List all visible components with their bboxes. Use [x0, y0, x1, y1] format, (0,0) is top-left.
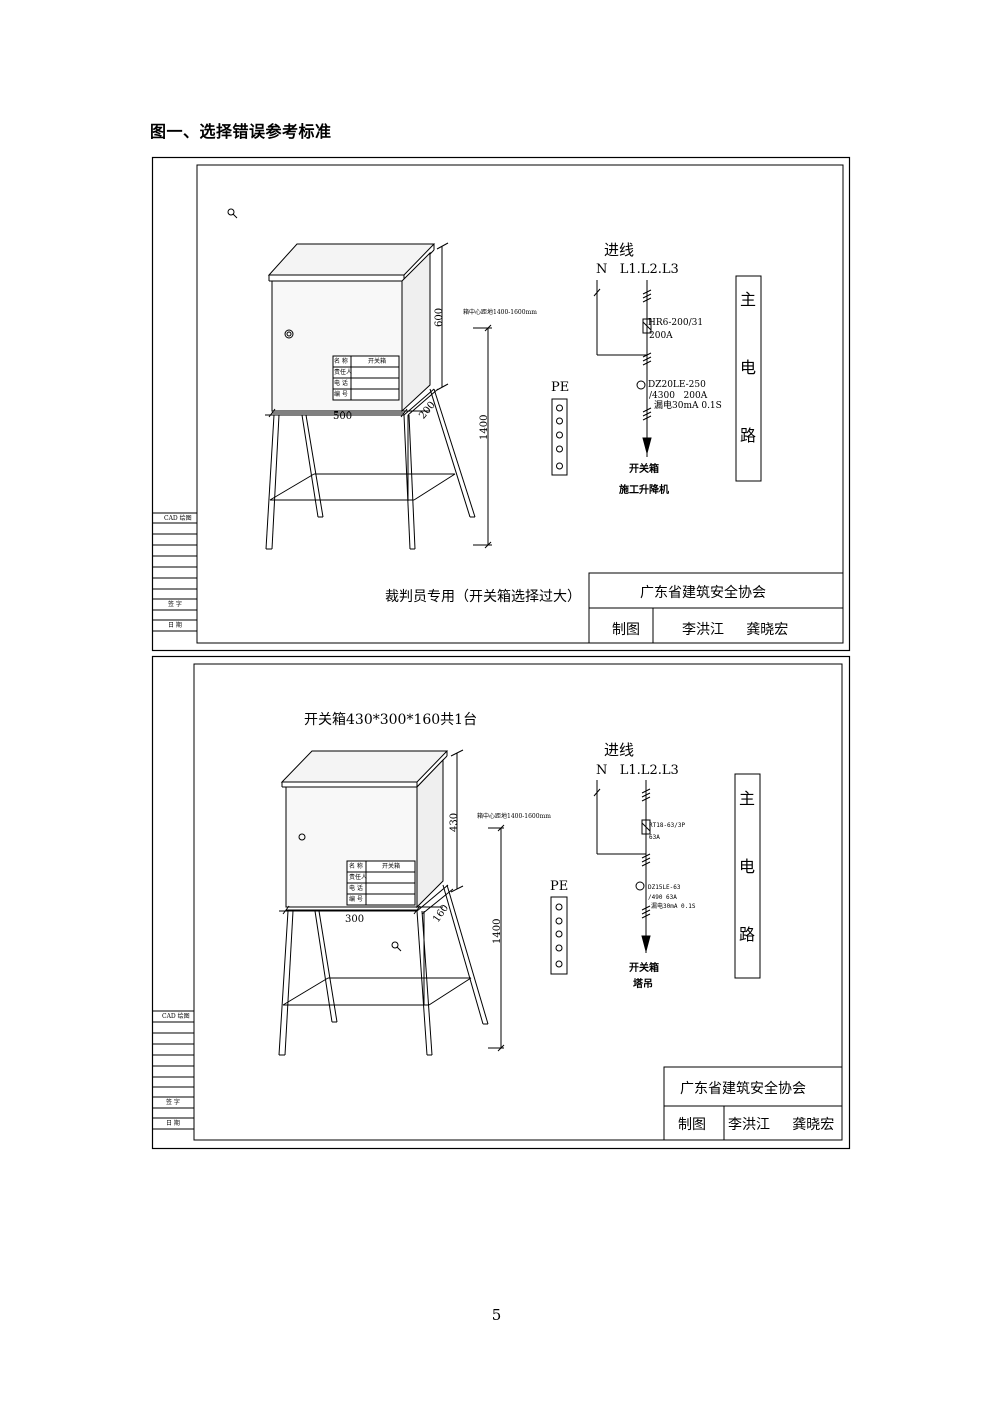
breaker-model: DZ15LE-63 [648, 884, 681, 891]
fuse-model: RT18-63/3P [649, 822, 686, 829]
drawing-sheet-2: CAD 绘图 签 字 日 期 开关箱430*300*160共1台 名 称 开关箱… [151, 655, 851, 1150]
drawn-by-label: 制图 [612, 622, 640, 638]
side-label-cad: CAD 绘图 [162, 1013, 190, 1020]
nameplate-name: 名 称 [334, 358, 348, 365]
drawing-sheet-1: CAD 绘图 签 字 日 期 名 称 开关箱 责任人 电 话 编 号 600 5… [151, 156, 851, 652]
main-circuit-label: 主电路 [737, 291, 756, 495]
dim-height: 600 [434, 307, 445, 327]
nameplate-name: 名 称 [349, 863, 363, 870]
fuse-model: HR6-200/31 [648, 318, 704, 328]
phase-labels: N L1.L2.L3 [596, 763, 679, 778]
breaker-model: DZ20LE-250 [648, 380, 706, 390]
switchbox-spec-title: 开关箱430*300*160共1台 [304, 712, 478, 728]
breaker-leakage: 漏电30mA 0.1S [654, 401, 722, 411]
page-number: 5 [491, 1306, 502, 1324]
org-name: 广东省建筑安全协会 [640, 585, 766, 601]
sheet-1-drawing [151, 156, 851, 652]
incoming-line-label: 进线 [604, 241, 635, 259]
nameplate-owner: 责任人 [349, 874, 368, 881]
sheet-2-drawing [151, 655, 851, 1150]
fuse-rating: 200A [649, 331, 673, 341]
drawn-by-label: 制图 [678, 1117, 706, 1133]
dim-width: 500 [333, 411, 353, 422]
org-name: 广东省建筑安全协会 [680, 1081, 806, 1097]
side-label-sign: 签 字 [168, 601, 182, 608]
pe-label: PE [551, 380, 570, 395]
referee-note: 裁判员专用（开关箱选择过大） [385, 589, 581, 605]
incoming-line-label: 进线 [604, 741, 635, 759]
nameplate-phone: 电 话 [349, 885, 363, 892]
side-label-sign: 签 字 [166, 1099, 180, 1106]
dim-leg: 1400 [479, 414, 490, 440]
nameplate-value: 开关箱 [368, 358, 387, 365]
nameplate-owner: 责任人 [334, 369, 353, 376]
drawers-names: 李洪江 龚晓宏 [728, 1117, 835, 1133]
main-circuit-label: 主电路 [736, 790, 755, 994]
target-equipment-label: 施工升降机 [619, 485, 669, 496]
nameplate-phone: 电 话 [334, 380, 348, 387]
breaker-leakage: 漏电30mA 0.1S [651, 903, 696, 910]
center-height-note: 箱中心距地1400-1600mm [477, 813, 551, 820]
nameplate-number: 编 号 [349, 896, 363, 903]
page-heading: 图一、选择错误参考标准 [150, 122, 332, 141]
phase-labels: N L1.L2.L3 [596, 262, 679, 277]
side-label-cad: CAD 绘图 [164, 515, 192, 522]
target-box-label: 开关箱 [629, 464, 659, 475]
target-equipment-label: 塔吊 [633, 979, 653, 990]
dim-width: 300 [345, 914, 365, 925]
dim-leg: 1400 [492, 918, 503, 944]
side-label-date: 日 期 [166, 1120, 180, 1127]
target-box-label: 开关箱 [629, 963, 659, 974]
nameplate-number: 编 号 [334, 391, 348, 398]
center-height-note: 箱中心距地1400-1600mm [463, 309, 537, 316]
breaker-rating: /4300 200A [649, 391, 708, 401]
nameplate-value: 开关箱 [382, 863, 401, 870]
dim-height: 430 [449, 812, 460, 832]
fuse-rating: 63A [649, 834, 660, 841]
side-label-date: 日 期 [168, 622, 182, 629]
drawers-names: 李洪江 龚晓宏 [682, 622, 789, 638]
breaker-rating: /490 63A [648, 894, 677, 901]
pe-label: PE [550, 879, 569, 894]
